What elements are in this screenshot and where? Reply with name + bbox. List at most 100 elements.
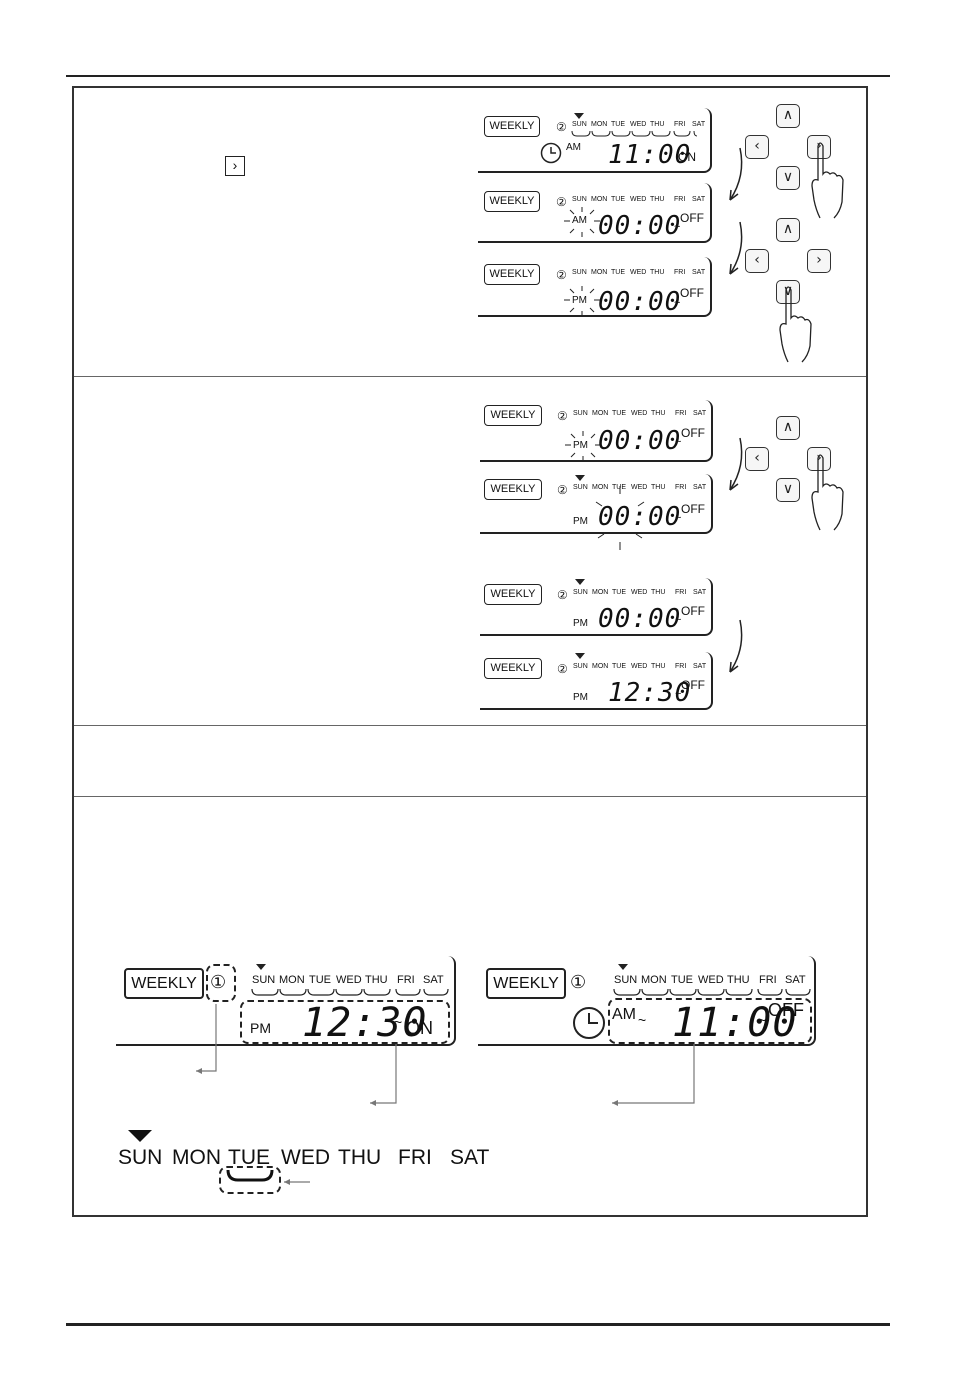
arrow-right-button[interactable]: ›	[807, 447, 831, 471]
on-off-label: OFF	[680, 286, 704, 300]
day-fri: FRI	[675, 410, 687, 417]
program-number: ②	[557, 588, 568, 602]
day-indicator	[256, 964, 266, 970]
day-sat: SAT	[693, 589, 707, 596]
day-thu: THU	[651, 663, 666, 670]
arrow-down-button[interactable]: ∨	[776, 166, 800, 190]
tilde: ~	[675, 436, 682, 448]
time-display: 00:00	[598, 287, 682, 317]
arrow-down-button[interactable]: ∨	[776, 478, 800, 502]
pm-label-blinking: PM	[572, 295, 587, 306]
day-wed: WED	[631, 589, 648, 596]
day-sun: SUN	[573, 410, 588, 417]
step2-lcd-2: WEEKLY ② SUN MON TUE WED THU FRI SAT PM …	[480, 474, 713, 550]
arrow-right-button[interactable]: ›	[807, 135, 831, 159]
tilde: ~	[394, 1014, 403, 1030]
on-off-label: OFF	[681, 604, 705, 618]
day-fri: FRI	[675, 484, 687, 491]
weekly-label: WEEKLY	[486, 968, 566, 999]
on-off-label: OFF	[681, 426, 705, 440]
arrow-left-button[interactable]: ‹	[745, 135, 769, 159]
day-fri: FRI	[759, 974, 777, 986]
day-sat: SAT	[693, 484, 707, 491]
day-sat: SAT	[693, 410, 707, 417]
day-sun: SUN	[252, 974, 276, 986]
curved-arrow-icon	[729, 147, 743, 201]
day-thu: THU	[651, 484, 666, 491]
step2-lcd-3: WEEKLY ② SUN MON TUE WED THU FRI SAT PM …	[480, 578, 713, 636]
day-fri: FRI	[674, 269, 686, 276]
clock-icon	[540, 142, 562, 164]
tilde: ~	[675, 614, 682, 626]
arrow-right-button[interactable]: ›	[807, 249, 831, 273]
step2-lcd-1: WEEKLY ② SUN MON TUE WED THU FRI SAT PM …	[480, 400, 713, 462]
pointing-hand-icon	[811, 454, 844, 531]
pm-label: PM	[250, 1020, 271, 1036]
tilde: ~	[674, 297, 681, 309]
day-wed: WED	[631, 663, 648, 670]
program-number: ①	[570, 972, 587, 992]
time-display: 00:00	[598, 426, 682, 456]
weekly-label: WEEKLY	[484, 584, 542, 605]
day-thu: THU	[650, 196, 665, 203]
on-off-label: OFF	[681, 678, 705, 692]
day-fri: FRI	[397, 974, 415, 986]
section-divider-1	[74, 376, 866, 377]
day-sat: SAT	[693, 663, 707, 670]
weekly-label: WEEKLY	[484, 116, 540, 137]
day-thu: THU	[650, 269, 665, 276]
section-divider-3	[74, 796, 866, 797]
legend-day-wed: WED	[281, 1146, 330, 1169]
arrow-up-button[interactable]: ∧	[776, 416, 800, 440]
weekly-label: WEEKLY	[484, 405, 542, 426]
arrow-left-button[interactable]: ‹	[745, 447, 769, 471]
day-sun: SUN	[614, 974, 638, 986]
day-tue: TUE	[611, 269, 625, 276]
day-mon: MON	[591, 269, 608, 276]
day-wed: WED	[631, 484, 648, 491]
arrow-down-button[interactable]: ∨	[776, 280, 800, 304]
day-mon: MON	[592, 589, 609, 596]
time-display: 12:30	[608, 678, 692, 708]
day-mon: MON	[591, 121, 608, 128]
day-fri: FRI	[674, 196, 686, 203]
curved-arrow-icon	[729, 221, 743, 275]
arrow-up-button[interactable]: ∧	[776, 104, 800, 128]
arrow-left-button[interactable]: ‹	[745, 249, 769, 273]
day-tue: TUE	[612, 589, 626, 596]
day-indicator	[618, 964, 628, 970]
step1-lcd-3: WEEKLY ② SUN MON TUE WED THU FRI SAT PM …	[478, 257, 712, 317]
legend-day-mon: MON	[172, 1146, 221, 1169]
weekly-label: WEEKLY	[484, 658, 542, 679]
on-off-label: OFF	[680, 211, 704, 225]
tilde: ~	[638, 1012, 647, 1028]
legend-day-sun: SUN	[118, 1146, 163, 1169]
tilde: ~	[758, 1012, 767, 1028]
arrow-up-button[interactable]: ∧	[776, 218, 800, 242]
day-sat: SAT	[692, 121, 706, 128]
day-selection-highlight	[219, 1166, 281, 1194]
day-fri: FRI	[675, 589, 687, 596]
tilde: ~	[675, 512, 682, 524]
am-label: AM	[612, 1006, 636, 1023]
program-number: ②	[557, 662, 568, 676]
day-mon: MON	[591, 196, 608, 203]
am-label-blinking: AM	[572, 215, 587, 226]
day-thu: THU	[365, 974, 388, 986]
blink-rays	[564, 207, 600, 237]
day-tue: TUE	[611, 121, 625, 128]
section-divider-2	[74, 725, 866, 726]
day-sun: SUN	[572, 121, 587, 128]
pointing-hand-icon	[779, 286, 812, 363]
day-mon: MON	[592, 410, 609, 417]
program-number: ②	[556, 268, 567, 282]
time-setting-highlight	[608, 998, 812, 1044]
day-sat: SAT	[692, 269, 706, 276]
on-off-label: ON	[406, 1018, 433, 1038]
on-off-label: ON	[678, 150, 696, 164]
day-indicator	[575, 653, 585, 659]
tilde: ~	[674, 221, 681, 233]
pm-label: PM	[573, 516, 588, 527]
blink-rays	[565, 431, 601, 461]
bottom-rule	[66, 1323, 890, 1326]
